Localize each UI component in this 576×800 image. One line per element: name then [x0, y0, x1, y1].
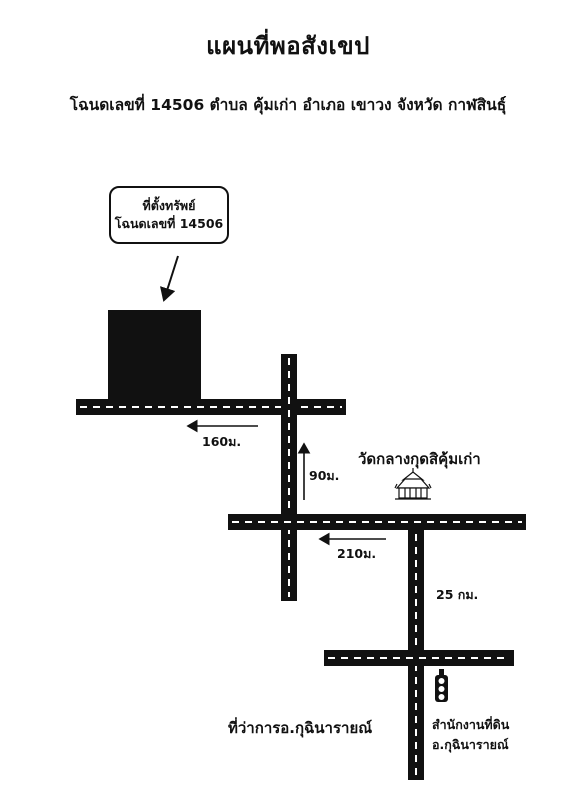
distance-160m-label: 160ม.	[202, 434, 242, 449]
callout-line-2: โฉนดเลขที่ 14506	[114, 216, 224, 231]
district-office-label: ที่ว่าการอ.กุฉินารายณ์	[228, 719, 373, 737]
map-title: แผนที่พอสังเขป	[206, 32, 370, 60]
temple-label: วัดกลางกุดสิคุ้มเก่า	[358, 450, 481, 468]
road-middle	[228, 514, 526, 530]
traffic-light-icon	[435, 669, 448, 702]
distance-210m-label: 210ม.	[337, 546, 377, 561]
distance-90m-label: 90ม.	[309, 468, 340, 483]
land-office-line-2: อ.กุฉินารายณ์	[432, 737, 509, 752]
temple-icon	[394, 468, 432, 500]
property-callout: ที่ตั้งทรัพย์ โฉนดเลขที่ 14506	[109, 186, 229, 244]
land-office-line-1: สำนักงานที่ดิน	[432, 717, 510, 732]
callout-line-1: ที่ตั้งทรัพย์	[142, 198, 196, 213]
distance-25km-label: 25 กม.	[436, 587, 479, 602]
road-top	[76, 399, 346, 415]
property-block	[108, 310, 201, 402]
road-bottom	[324, 650, 514, 666]
road-vertical-left	[281, 354, 297, 601]
map-subtitle: โฉนดเลขที่ 14506 ตำบล คุ้มเก่า อำเภอ เขา…	[69, 96, 507, 114]
land-office-label: สำนักงานที่ดิน อ.กุฉินารายณ์	[432, 715, 509, 755]
callout-pointer-arrow	[160, 255, 179, 302]
